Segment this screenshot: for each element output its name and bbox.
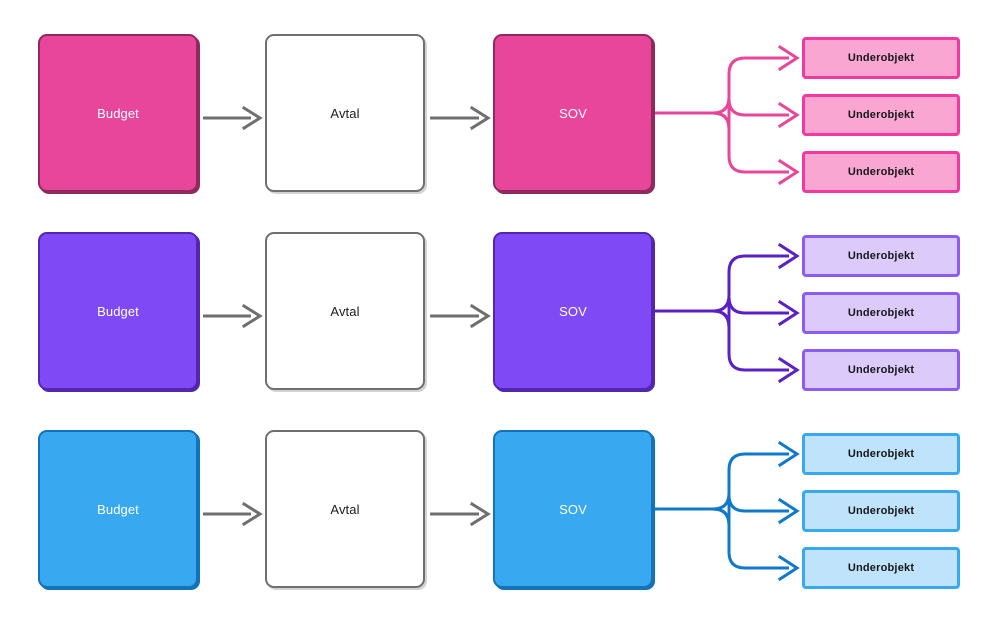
node-budget-label: Budget <box>97 303 139 319</box>
node-sov-purple[interactable]: SOV <box>493 232 653 390</box>
branch-connector-pink <box>655 44 800 186</box>
node-underobjekt-label: Underobjekt <box>847 448 915 460</box>
node-sov-blue[interactable]: SOV <box>493 430 653 588</box>
node-avtal-pink[interactable]: Avtal <box>265 34 425 192</box>
node-underobjekt-label: Underobjekt <box>847 505 915 517</box>
node-underobjekt-blue-1[interactable]: Underobjekt <box>802 490 960 532</box>
node-underobjekt-purple-0[interactable]: Underobjekt <box>802 235 960 277</box>
connector-layer-pink <box>203 44 800 186</box>
node-avtal-label: Avtal <box>330 105 360 121</box>
connector-layer-blue <box>203 440 800 582</box>
arrow-budget-to-avtal-pink <box>203 105 263 131</box>
node-underobjekt-blue-2[interactable]: Underobjekt <box>802 547 960 589</box>
node-underobjekt-label: Underobjekt <box>847 250 915 262</box>
node-budget-label: Budget <box>97 105 139 121</box>
arrow-avtal-to-sov-pink <box>430 105 491 131</box>
node-underobjekt-label: Underobjekt <box>847 166 915 178</box>
node-underobjekt-purple-1[interactable]: Underobjekt <box>802 292 960 334</box>
branch-connector-purple <box>655 242 800 384</box>
arrow-budget-to-avtal-blue <box>203 501 263 527</box>
arrow-budget-to-avtal-purple <box>203 303 263 329</box>
node-underobjekt-purple-2[interactable]: Underobjekt <box>802 349 960 391</box>
connector-layer-purple <box>203 242 800 384</box>
arrow-avtal-to-sov-blue <box>430 501 491 527</box>
node-underobjekt-pink-1[interactable]: Underobjekt <box>802 94 960 136</box>
node-avtal-purple[interactable]: Avtal <box>265 232 425 390</box>
node-sov-label: SOV <box>559 303 587 319</box>
node-sov-label: SOV <box>559 105 587 121</box>
node-budget-pink[interactable]: Budget <box>38 34 198 192</box>
node-underobjekt-label: Underobjekt <box>847 52 915 64</box>
node-underobjekt-label: Underobjekt <box>847 562 915 574</box>
node-budget-purple[interactable]: Budget <box>38 232 198 390</box>
node-underobjekt-pink-2[interactable]: Underobjekt <box>802 151 960 193</box>
node-underobjekt-label: Underobjekt <box>847 364 915 376</box>
node-avtal-label: Avtal <box>330 501 360 517</box>
node-sov-pink[interactable]: SOV <box>493 34 653 192</box>
node-sov-label: SOV <box>559 501 587 517</box>
node-avtal-label: Avtal <box>330 303 360 319</box>
node-budget-label: Budget <box>97 501 139 517</box>
node-underobjekt-label: Underobjekt <box>847 307 915 319</box>
node-underobjekt-pink-0[interactable]: Underobjekt <box>802 37 960 79</box>
node-budget-blue[interactable]: Budget <box>38 430 198 588</box>
node-underobjekt-label: Underobjekt <box>847 109 915 121</box>
arrow-avtal-to-sov-purple <box>430 303 491 329</box>
branch-connector-blue <box>655 440 800 582</box>
node-avtal-blue[interactable]: Avtal <box>265 430 425 588</box>
node-underobjekt-blue-0[interactable]: Underobjekt <box>802 433 960 475</box>
